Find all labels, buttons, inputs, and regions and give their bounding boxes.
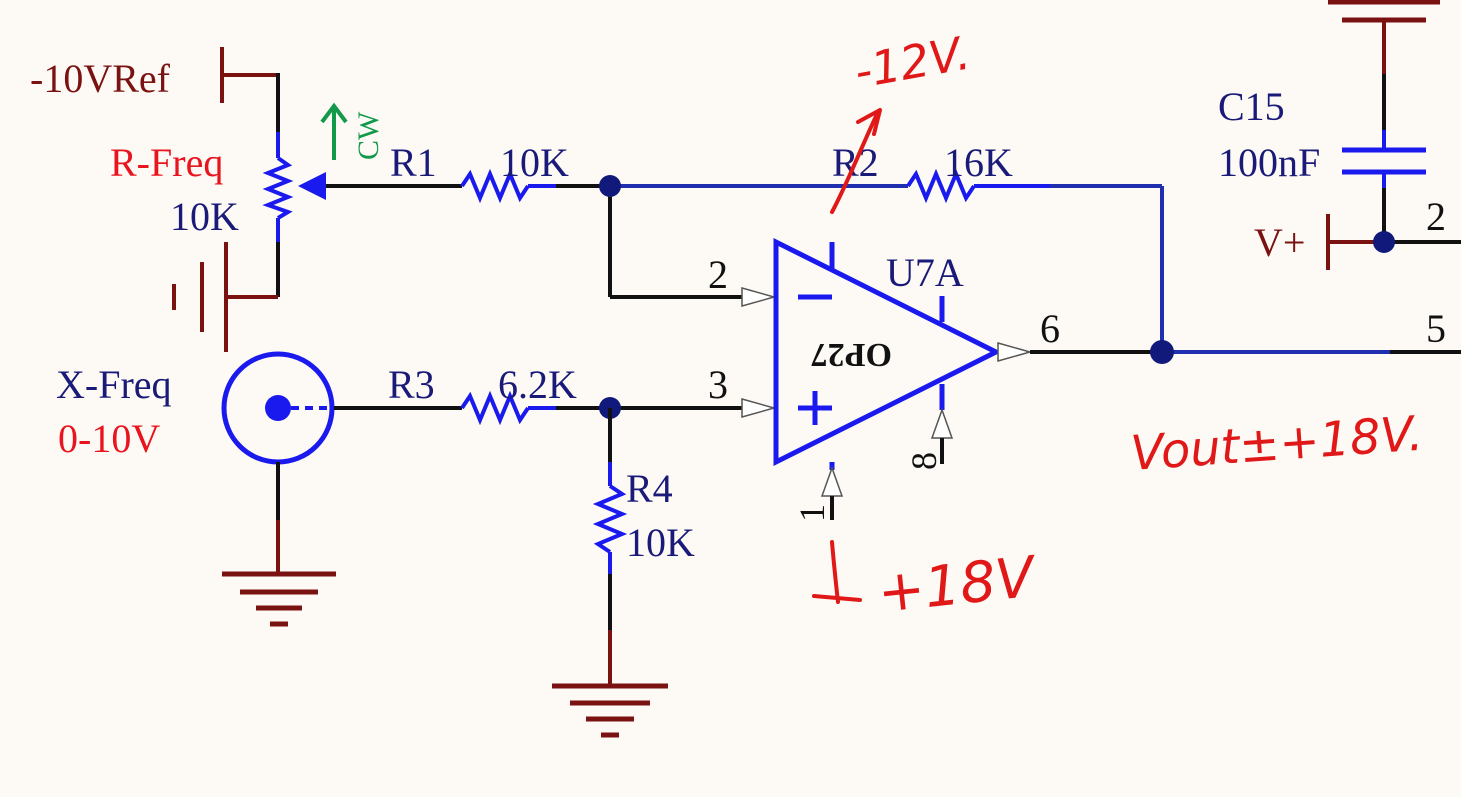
pin1-label: 1 bbox=[792, 504, 832, 522]
opamp-triangle-icon bbox=[773, 237, 1002, 467]
opamp-part-label: OP27 bbox=[811, 336, 892, 373]
pin6-label: 6 bbox=[1040, 306, 1060, 351]
pin3-arrow-icon bbox=[741, 398, 777, 418]
c15-name-label: C15 bbox=[1218, 84, 1285, 129]
potentiometer-r-freq: R-Freq 10K CW bbox=[110, 102, 440, 297]
pin6-arrow-icon bbox=[997, 342, 1033, 362]
pin1-arrow-icon bbox=[820, 465, 844, 497]
pin2-arrow-icon bbox=[741, 287, 777, 307]
jack-ground-symbol bbox=[222, 520, 336, 627]
r3-name-label: R3 bbox=[388, 362, 435, 407]
vplus-net: V+ 2 bbox=[1254, 194, 1461, 270]
plus18-annotation: +18V bbox=[875, 545, 1041, 626]
r4-ground-symbol bbox=[552, 630, 668, 738]
x-freq-jack: X-Freq 0-10V bbox=[56, 351, 335, 520]
x-freq-range-label: 0-10V bbox=[58, 416, 160, 461]
minus12-annotation: -12V. bbox=[851, 26, 975, 99]
pin8-arrow-icon bbox=[930, 407, 954, 439]
pin8-label: 8 bbox=[904, 452, 944, 470]
hand-arrow-icon bbox=[830, 110, 880, 214]
pot-value-label: 10K bbox=[170, 194, 239, 239]
resistor-r3: R3 6.2K 3 bbox=[334, 362, 777, 426]
vplus-label: V+ bbox=[1254, 220, 1305, 265]
neg-ref-net: -10VRef bbox=[30, 47, 280, 132]
right-pin2-label: 2 bbox=[1426, 194, 1446, 239]
opamp-u7a: U7A OP27 1 8 6 bbox=[773, 237, 1162, 522]
r2-value-label: 16K bbox=[944, 140, 1013, 185]
r1-value-label: 10K bbox=[500, 140, 569, 185]
resistor-r1: R1 10K bbox=[390, 140, 610, 204]
r1-name-label: R1 bbox=[390, 140, 437, 185]
cw-label: CW bbox=[352, 111, 385, 160]
junction-output bbox=[1150, 340, 1174, 364]
pin2-label: 2 bbox=[708, 252, 728, 297]
x-freq-name-label: X-Freq bbox=[56, 362, 172, 407]
opamp-ref-label: U7A bbox=[886, 250, 964, 295]
inverting-input-net: 2 bbox=[608, 186, 777, 307]
pin3-label: 3 bbox=[708, 362, 728, 407]
r3-value-label: 6.2K bbox=[498, 362, 577, 407]
output-net: 5 bbox=[1162, 306, 1461, 354]
right-pin5-label: 5 bbox=[1426, 306, 1446, 351]
handwritten-annotations: -12V. +18V Vout±+18V. bbox=[812, 26, 1425, 626]
junction-vplus bbox=[1373, 231, 1395, 253]
vout-annotation: Vout±+18V. bbox=[1129, 406, 1425, 482]
r4-value-label: 10K bbox=[626, 520, 695, 565]
capacitor-c15: C15 100nF bbox=[1218, 0, 1440, 242]
feedback-net: R2 16K bbox=[610, 140, 1164, 352]
c15-value-label: 100nF bbox=[1218, 140, 1320, 185]
neg-ref-label: -10VRef bbox=[30, 56, 171, 101]
r4-name-label: R4 bbox=[626, 466, 673, 511]
pot-name-label: R-Freq bbox=[110, 140, 223, 185]
pot-ground-symbol bbox=[172, 242, 278, 352]
junction-r1 bbox=[599, 175, 621, 197]
wiper-arrow-icon bbox=[298, 172, 326, 200]
resistor-r4: R4 10K bbox=[592, 408, 695, 630]
